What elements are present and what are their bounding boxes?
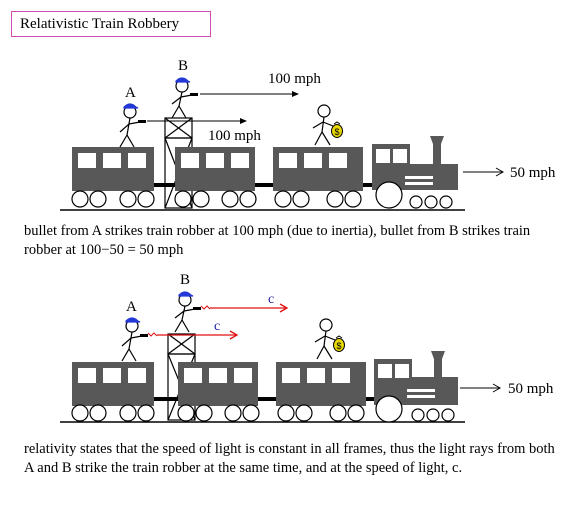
svg-text:$: $	[337, 341, 342, 351]
locomotive	[372, 136, 458, 209]
light-ray-a	[147, 330, 239, 340]
gun-icon	[138, 120, 146, 123]
svg-text:$: $	[335, 127, 340, 137]
train-car	[177, 362, 260, 422]
train-car	[174, 147, 257, 208]
page-title: Relativistic Train Robbery	[20, 16, 180, 32]
train-velocity-arrow	[460, 383, 502, 393]
gun-icon	[190, 93, 198, 96]
person-b-figure	[171, 77, 193, 119]
bullet-a-speed-label: 100 mph	[208, 128, 261, 144]
title-box: Relativistic Train Robbery	[11, 11, 211, 37]
bullet-b-arrow	[200, 91, 299, 97]
train-speed-label: 50 mph	[508, 381, 554, 397]
coupling	[255, 397, 281, 401]
locomotive	[374, 351, 458, 423]
person-b-label: B	[178, 58, 188, 74]
train-car	[71, 147, 155, 208]
train-speed-label: 50 mph	[510, 165, 556, 181]
gun-icon	[140, 334, 148, 337]
gun-icon	[193, 307, 201, 310]
train-robber-figure	[314, 318, 336, 360]
coupling	[250, 183, 276, 187]
coupling	[360, 183, 376, 187]
person-b-figure	[174, 291, 196, 333]
caption-relativistic: relativity states that the speed of ligh…	[24, 441, 555, 476]
money-bag-icon: $	[331, 121, 343, 138]
bullet-a-arrow	[147, 118, 247, 124]
ray-b-label: c	[268, 292, 274, 307]
person-b-label: B	[180, 272, 190, 288]
train-car	[273, 147, 363, 208]
train-velocity-arrow	[463, 167, 505, 177]
person-a-label: A	[126, 299, 137, 315]
light-ray-b	[200, 303, 289, 313]
money-bag-icon: $	[333, 335, 345, 352]
bullet-b-speed-label: 100 mph	[268, 71, 321, 87]
coupling	[150, 397, 178, 401]
scene-classical: 50 mph A B 100 mph 100 mph	[60, 58, 556, 211]
person-a-figure	[119, 103, 141, 148]
ray-a-label: c	[214, 319, 220, 334]
person-a-label: A	[125, 85, 136, 101]
train-car	[276, 362, 366, 422]
train-car	[71, 362, 155, 422]
coupling	[362, 397, 378, 401]
caption-classical: bullet from A strikes train robber at 10…	[24, 223, 531, 258]
train-robber-figure	[312, 104, 334, 146]
scene-relativistic: 50 mph A B c c	[60, 272, 554, 423]
person-a-figure	[121, 317, 143, 362]
coupling	[150, 183, 178, 187]
